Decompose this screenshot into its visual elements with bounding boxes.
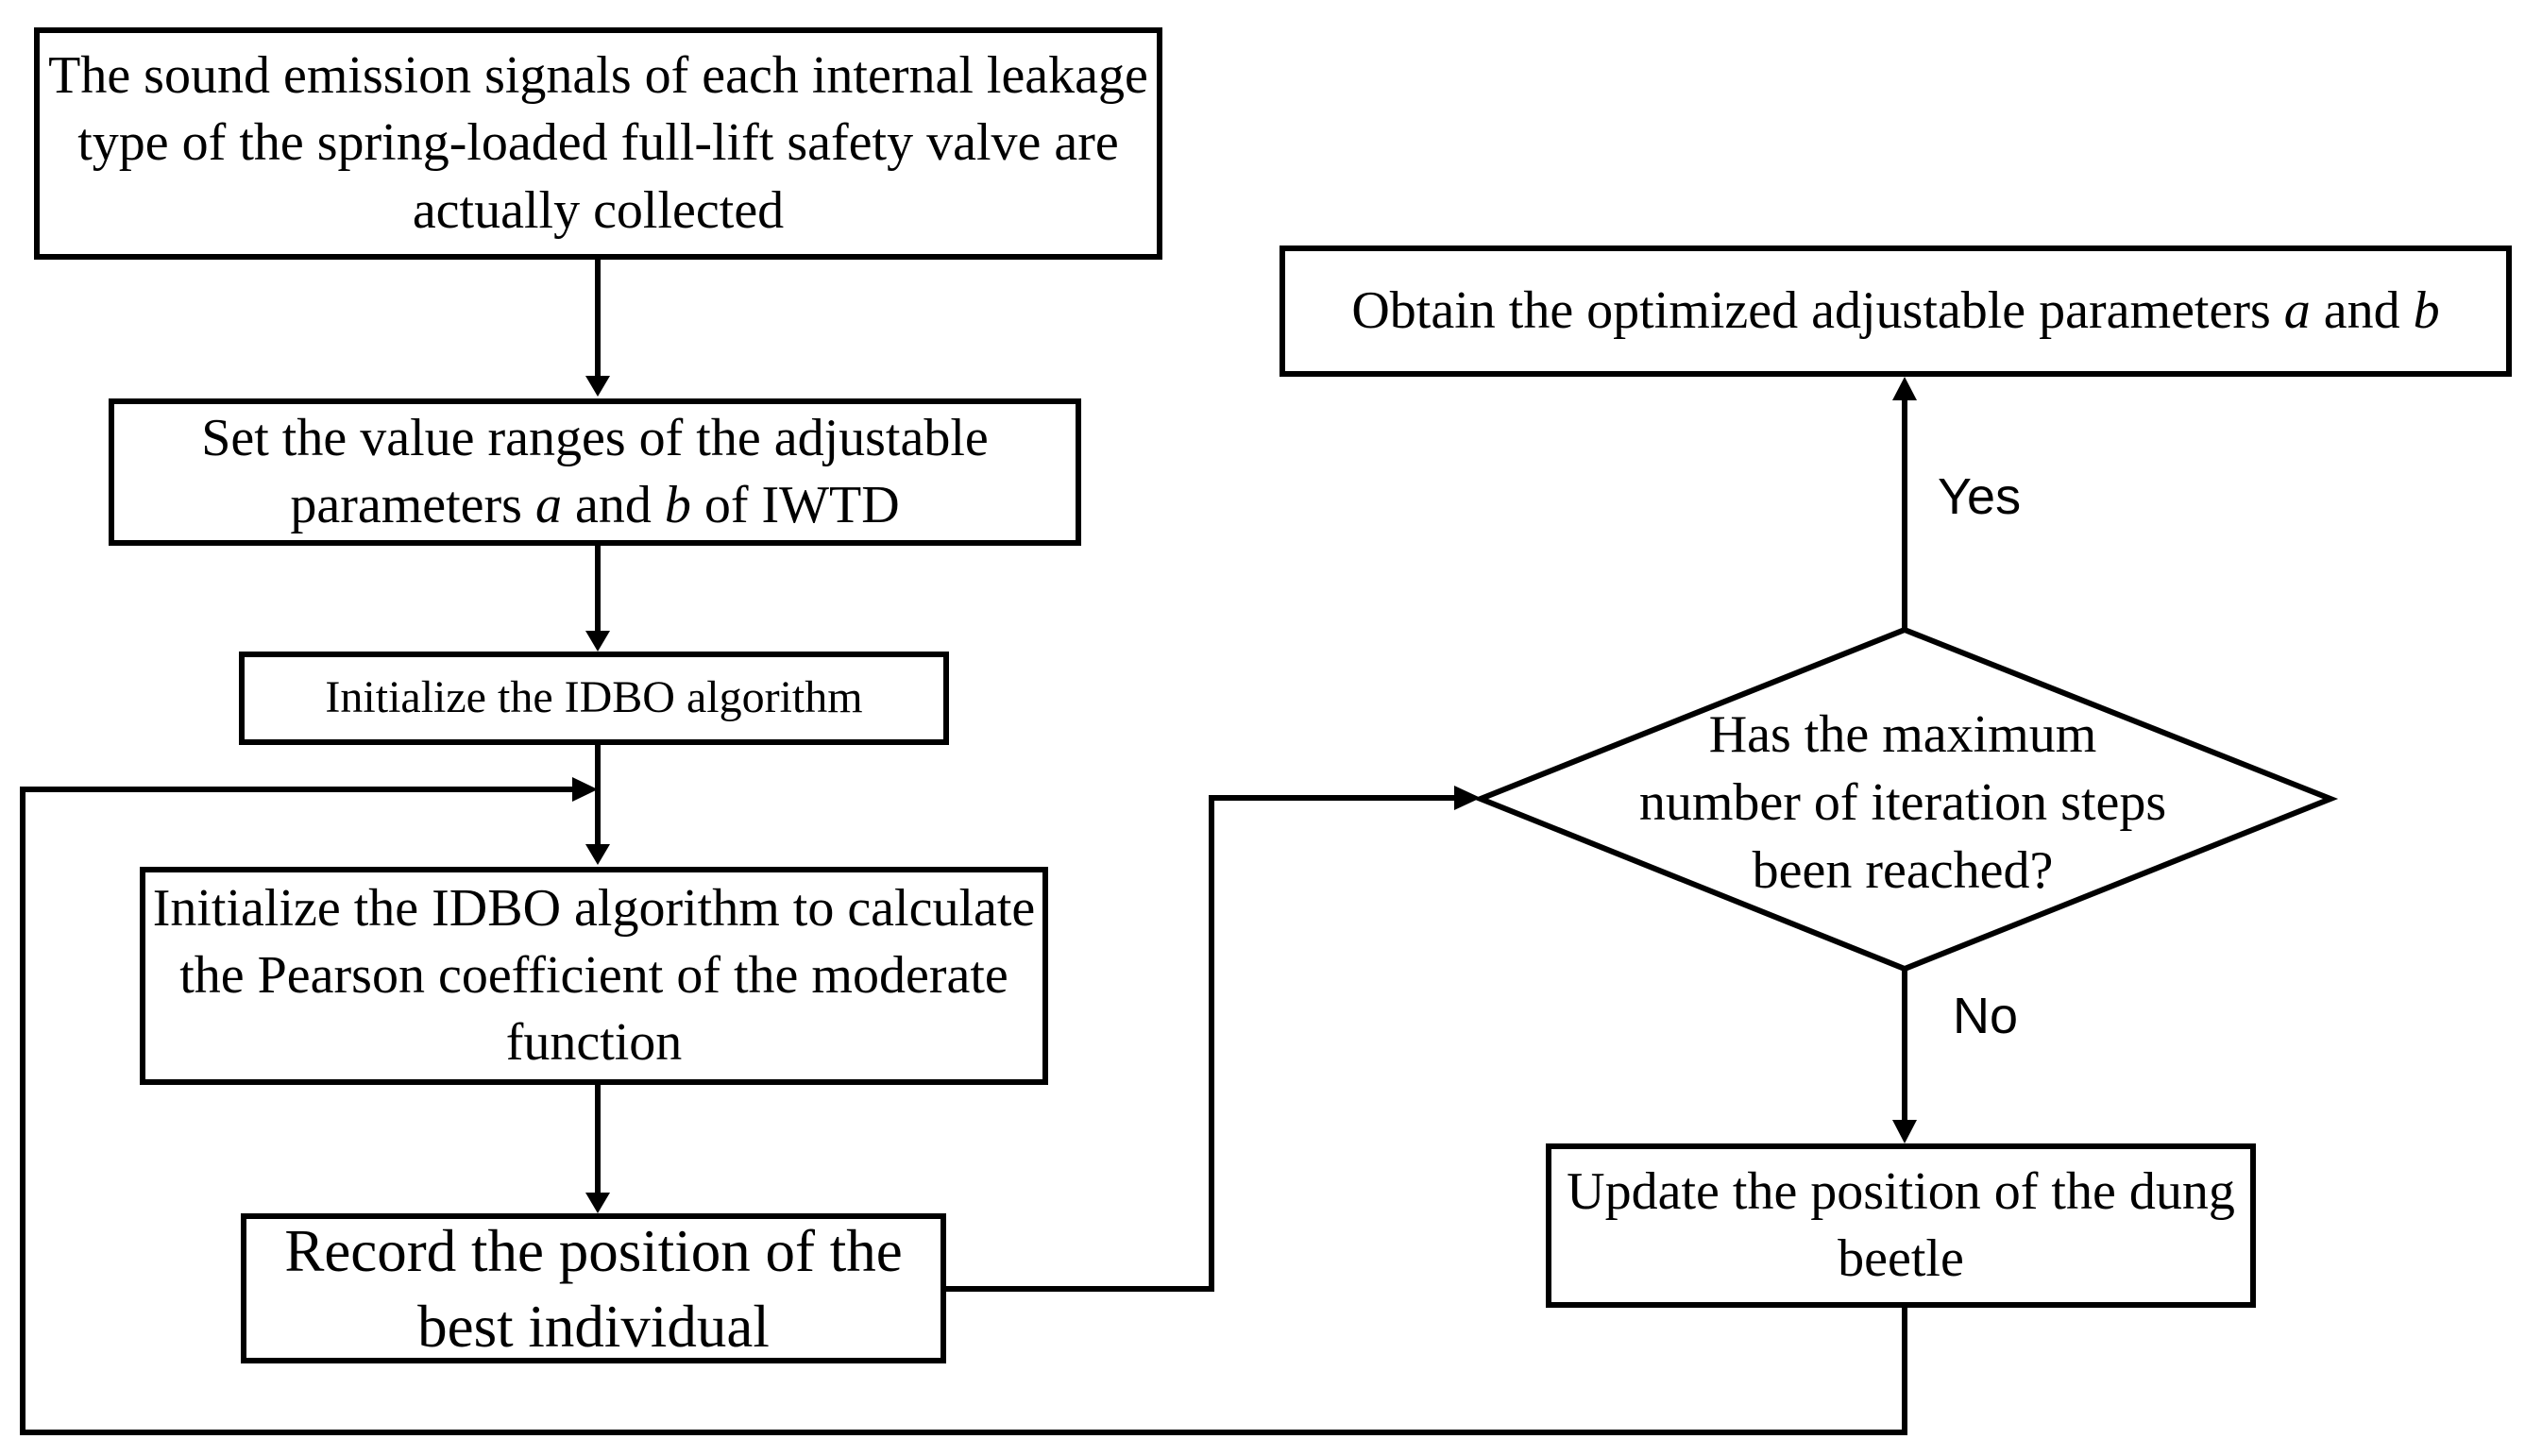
arrowhead-obtain <box>1892 377 1917 400</box>
arrowhead-init <box>585 631 610 652</box>
pearson-box: Initialize the IDBO algorithm to calcula… <box>140 867 1048 1085</box>
update-position-box: Update the position of the dung beetle <box>1546 1143 2256 1308</box>
decision-diamond <box>1472 626 2339 973</box>
arrowhead-decision <box>1454 786 1481 810</box>
set-ranges-text: Set the value ranges of the adjustable p… <box>201 408 989 534</box>
pearson-text: Initialize the IDBO algorithm to calcula… <box>152 878 1036 1073</box>
record-best-text: Record the position of the best individu… <box>284 1217 903 1360</box>
arrowhead-pearson <box>585 844 610 865</box>
arrowhead-loop <box>572 777 598 802</box>
no-label: No <box>1953 988 2019 1044</box>
arrowhead-record <box>585 1193 610 1213</box>
initialize-text: Initialize the IDBO algorithm <box>325 672 863 723</box>
obtain-parameters-text: Obtain the optimized adjustable paramete… <box>1351 280 2440 340</box>
decision-text: Has the maximum number of iteration step… <box>1638 704 2167 901</box>
yes-label: Yes <box>1938 468 2022 525</box>
set-ranges-box: Set the value ranges of the adjustable p… <box>109 398 1081 546</box>
arrowhead-set <box>585 376 610 397</box>
update-position-text: Update the position of the dung beetle <box>1567 1161 2235 1288</box>
arrow-record-to-decision <box>946 795 1459 1292</box>
obtain-parameters-box: Obtain the optimized adjustable paramete… <box>1279 245 2512 377</box>
arrowhead-update <box>1892 1120 1917 1143</box>
collect-signals-box: The sound emission signals of each inter… <box>34 27 1162 260</box>
arrow-update-loop-back <box>20 787 1907 1435</box>
collect-signals-text: The sound emission signals of each inter… <box>48 46 1148 240</box>
initialize-box: Initialize the IDBO algorithm <box>239 652 949 745</box>
record-best-box: Record the position of the best individu… <box>241 1213 946 1363</box>
